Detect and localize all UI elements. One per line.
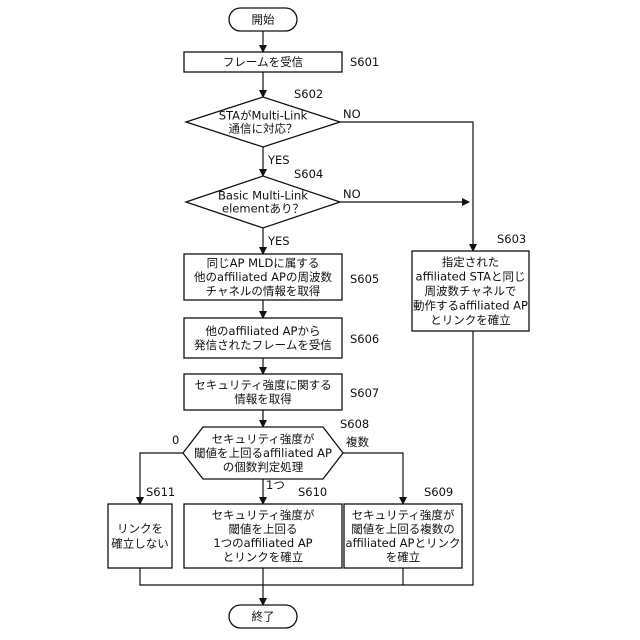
node-end-text: 終了 [252, 610, 275, 624]
node-text-line: 終了 [252, 610, 275, 624]
node-text-line: affiliated STAと同じ [416, 270, 526, 284]
node-text-line: リンクを [117, 522, 163, 536]
node-text-line: セキュリティ強度に関する [194, 378, 331, 392]
node-text-line: とリンクを確立 [430, 313, 511, 327]
edge-s611-merge [140, 568, 263, 585]
node-s601-text: フレームを受信 [223, 55, 303, 69]
node-s603: 指定されたaffiliated STAと同じ周波数チャネルで動作するaffili… [412, 232, 529, 331]
node-text-line: elementあり？ [222, 202, 304, 216]
node-s607: セキュリティ強度に関する情報を取得 S607 [184, 374, 379, 410]
node-text-line: セキュリティ強度が [212, 508, 315, 522]
step-label-s604: S604 [294, 167, 323, 181]
node-start-text: 開始 [252, 13, 275, 27]
step-label-s608: S608 [340, 417, 369, 431]
node-text-line: 動作するaffiliated AP [413, 299, 528, 313]
node-end: 終了 [229, 605, 297, 628]
node-text-line: 通信に対応？ [229, 122, 298, 136]
node-s605-text: 同じAP MLDに属する他のaffiliated APの周波数チャネルの情報を取… [194, 256, 332, 298]
step-label-s609: S609 [424, 485, 453, 499]
node-text-line: を確立 [386, 550, 421, 564]
node-s611-text: リンクを確立しない [111, 522, 169, 551]
edge-label-s602-no: NO [343, 107, 361, 121]
node-text-line: の個数判定処理 [223, 460, 304, 474]
edge-label-s608-many: 複数 [346, 435, 369, 449]
node-text-line: セキュリティ強度が [352, 508, 455, 522]
node-text-line: 開始 [252, 13, 275, 27]
node-s604-text: Basic Multi-Linkelementあり？ [218, 189, 308, 216]
edge-label-s604-no: NO [343, 187, 361, 201]
step-label-s603: S603 [497, 232, 526, 246]
node-s604: Basic Multi-Linkelementあり？ S604 NO YES [186, 167, 361, 248]
node-start: 開始 [229, 8, 297, 31]
node-text-line: 発信されたフレームを受信 [194, 338, 332, 352]
edge-label-s608-one: 1つ [266, 478, 285, 492]
node-text-line: 1つのaffiliated AP [213, 536, 312, 550]
step-label-s605: S605 [350, 272, 379, 286]
edge-s608-many-s609 [343, 453, 403, 504]
node-s608: セキュリティ強度が閾値を上回るaffiliated APの個数判定処理 S608… [172, 417, 369, 492]
node-s605: 同じAP MLDに属する他のaffiliated APの周波数チャネルの情報を取… [184, 254, 379, 300]
step-label-s606: S606 [350, 332, 379, 346]
node-s606: 他のaffiliated APから発信されたフレームを受信 S606 [184, 318, 379, 358]
step-label-s610: S610 [298, 485, 327, 499]
node-text-line: 周波数チャネルで [425, 284, 517, 298]
node-text-line: セキュリティ強度が [212, 432, 315, 446]
node-text-line: 指定された [442, 255, 500, 269]
edge-label-s604-yes: YES [267, 234, 290, 248]
node-s611: リンクを確立しない S611 [108, 485, 175, 568]
node-s610-text: セキュリティ強度が閾値を上回る1つのaffiliated APとリンクを確立 [212, 508, 315, 564]
edge-label-s602-yes: YES [267, 153, 290, 167]
edge-s609-merge [263, 568, 403, 585]
node-s606-text: 他のaffiliated APから発信されたフレームを受信 [194, 324, 332, 352]
node-text-line: 閾値を上回る [229, 522, 298, 536]
step-label-s601: S601 [350, 55, 379, 69]
node-text-line: 閾値を上回るaffiliated AP [194, 446, 332, 460]
node-text-line: 他のaffiliated APの周波数 [194, 270, 332, 284]
node-text-line: とリンクを確立 [223, 550, 304, 564]
node-text-line: 同じAP MLDに属する [207, 256, 320, 270]
node-text-line: フレームを受信 [223, 55, 303, 69]
node-s602-text: STAがMulti-Link通信に対応？ [219, 109, 308, 136]
edge-label-s608-zero: 0 [172, 433, 179, 447]
node-s601: フレームを受信 S601 [184, 52, 379, 72]
node-s602: STAがMulti-Link通信に対応？ S602 NO YES [186, 87, 361, 167]
node-text-line: STAがMulti-Link [219, 109, 308, 123]
node-text-line: 情報を取得 [234, 392, 292, 406]
node-text-line: チャネルの情報を取得 [206, 284, 321, 298]
node-text-line: 閾値を上回る複数の [351, 522, 455, 536]
node-text-line: Basic Multi-Link [218, 189, 308, 203]
step-label-s607: S607 [350, 386, 379, 400]
step-label-s611: S611 [146, 485, 175, 499]
step-label-s602: S602 [294, 87, 323, 101]
node-text-line: 他のaffiliated APから [206, 324, 321, 338]
node-text-line: affiliated APとリンク [346, 536, 461, 550]
node-text-line: 確立しない [111, 537, 169, 551]
